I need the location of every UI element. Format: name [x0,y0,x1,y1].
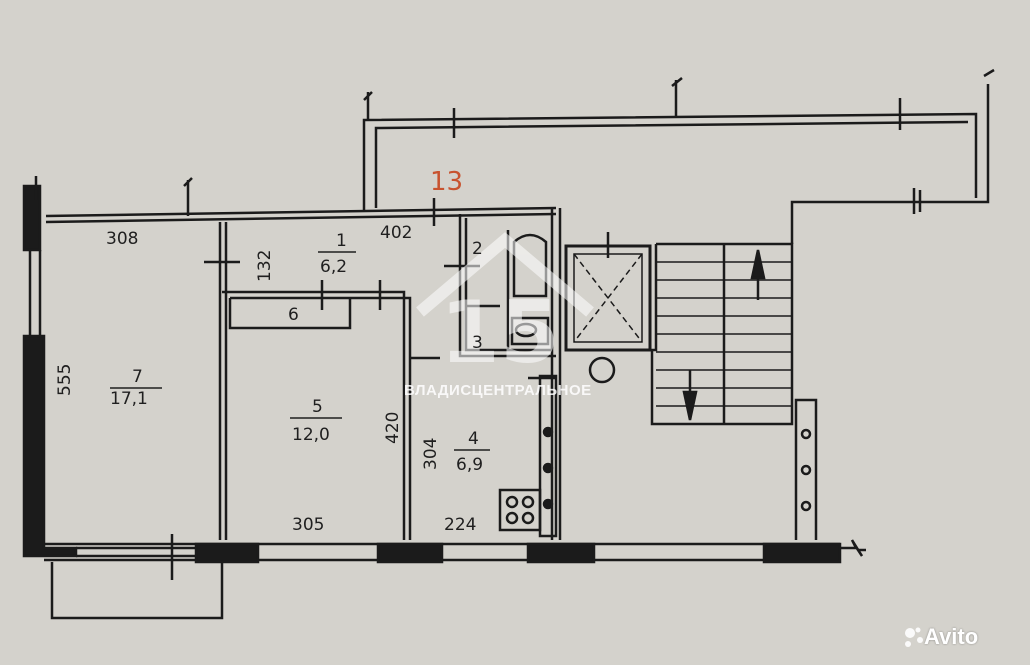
walls [22,68,995,620]
room-area-1: 6,2 [320,257,347,277]
room-number-3: 3 [472,333,483,353]
watermark-logo: 15 [416,232,594,383]
dimension-420: 420 [383,412,403,444]
dimension-555: 555 [55,364,75,396]
room-area-7: 17,1 [110,389,148,409]
dimension-308: 308 [106,229,138,249]
room-area-4: 6,9 [456,455,483,475]
avito-logo-text: Avito [924,624,979,649]
dimension-224: 224 [444,515,476,535]
dimension-402: 402 [380,223,412,243]
room-number-1: 1 [336,231,347,251]
plan-number: 13 [430,167,463,197]
dimension-132: 132 [255,250,275,282]
dimension-305: 305 [292,515,324,535]
room-number-7: 7 [132,367,143,387]
dimension-304: 304 [421,438,441,470]
room-number-6: 6 [288,305,299,325]
watermark-company-name: ВЛАДИСЦЕНТРАЛЬНОЕ [404,382,592,399]
room-number-5: 5 [312,397,323,417]
watermark-logo-text: 15 [440,283,560,383]
room-area-5: 12,0 [292,425,330,445]
avito-logo-icon [905,627,923,647]
room-number-2: 2 [472,239,483,259]
room-number-4: 4 [468,429,479,449]
labels: 13 1 6,2 2 3 4 6,9 5 12,0 6 7 17,1 308 4… [55,167,490,535]
